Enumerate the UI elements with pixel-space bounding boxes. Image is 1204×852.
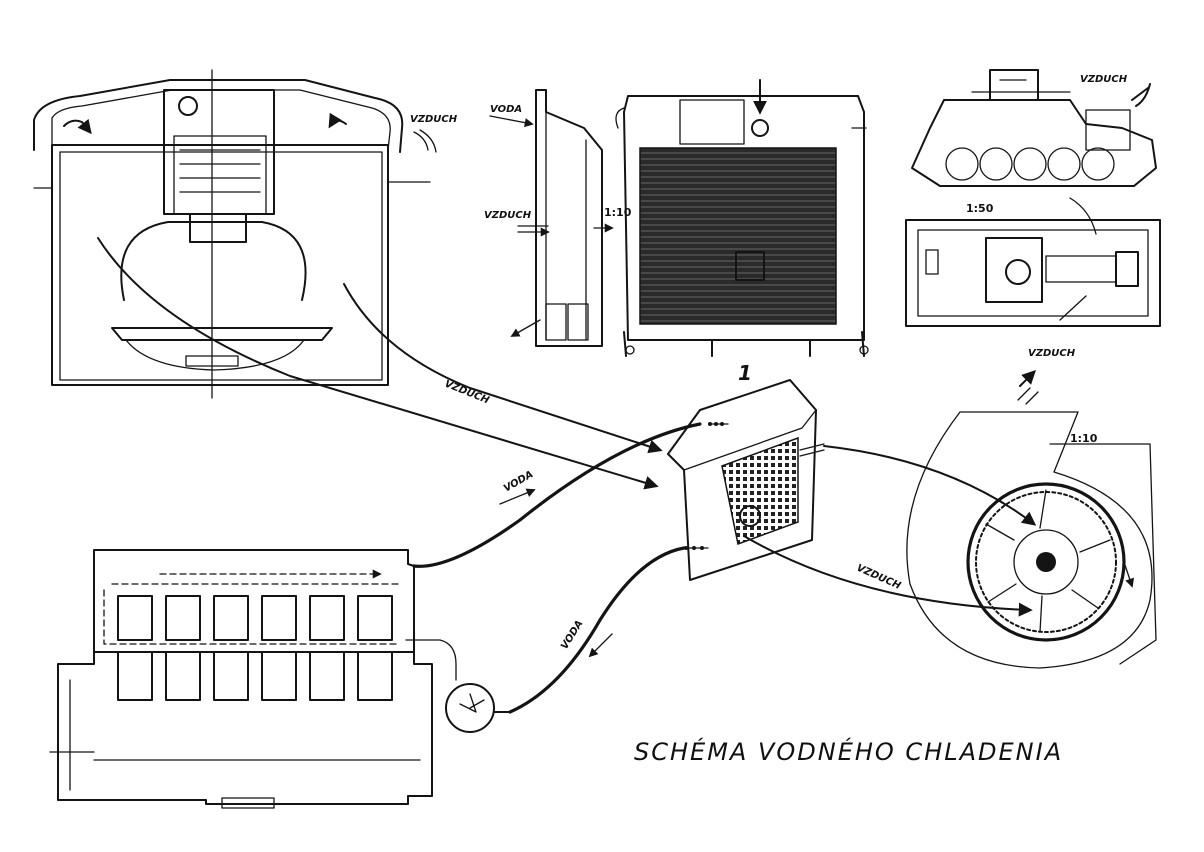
figure-number: 1 xyxy=(738,361,752,385)
scale-label-fan: 1:10 xyxy=(1070,432,1098,445)
vzduch-label-fan: VZDUCH xyxy=(855,563,903,592)
radiator-front-view: 1 xyxy=(615,79,869,385)
cylinder-heads xyxy=(117,595,393,701)
vzduch-label-radiator-side: VZDUCH xyxy=(484,210,532,221)
voda-label-radiator-side: VODA xyxy=(490,104,522,115)
cooling-pipes xyxy=(412,422,702,714)
engine-block xyxy=(49,549,511,809)
vzduch-label-tank-side: VZDUCH xyxy=(1080,74,1128,85)
air-flow-lines xyxy=(97,237,1037,617)
radiator-side-view: VODA VZDUCH 1:10 xyxy=(484,89,632,347)
centrifugal-fan: 1:10 xyxy=(906,370,1157,669)
scale-label-tank: 1:50 xyxy=(966,202,994,215)
vzduch-label-tank-top: VZDUCH xyxy=(1028,348,1076,359)
central-radiator xyxy=(667,379,825,581)
tank-top-view: 1:50 VZDUCH xyxy=(905,197,1161,359)
tank-side-view: VZDUCH xyxy=(911,69,1157,187)
voda-label-upper-pipe: VODA xyxy=(502,469,535,495)
vzduch-label-center: VZDUCH xyxy=(443,379,491,407)
diagram-title: SCHÉMA VODNÉHO CHLADENIA xyxy=(634,737,1063,766)
engine-compartment-section: VZDUCH xyxy=(33,69,458,399)
scale-label-radiator: 1:10 xyxy=(604,206,632,219)
vzduch-label-engine: VZDUCH xyxy=(410,114,458,125)
